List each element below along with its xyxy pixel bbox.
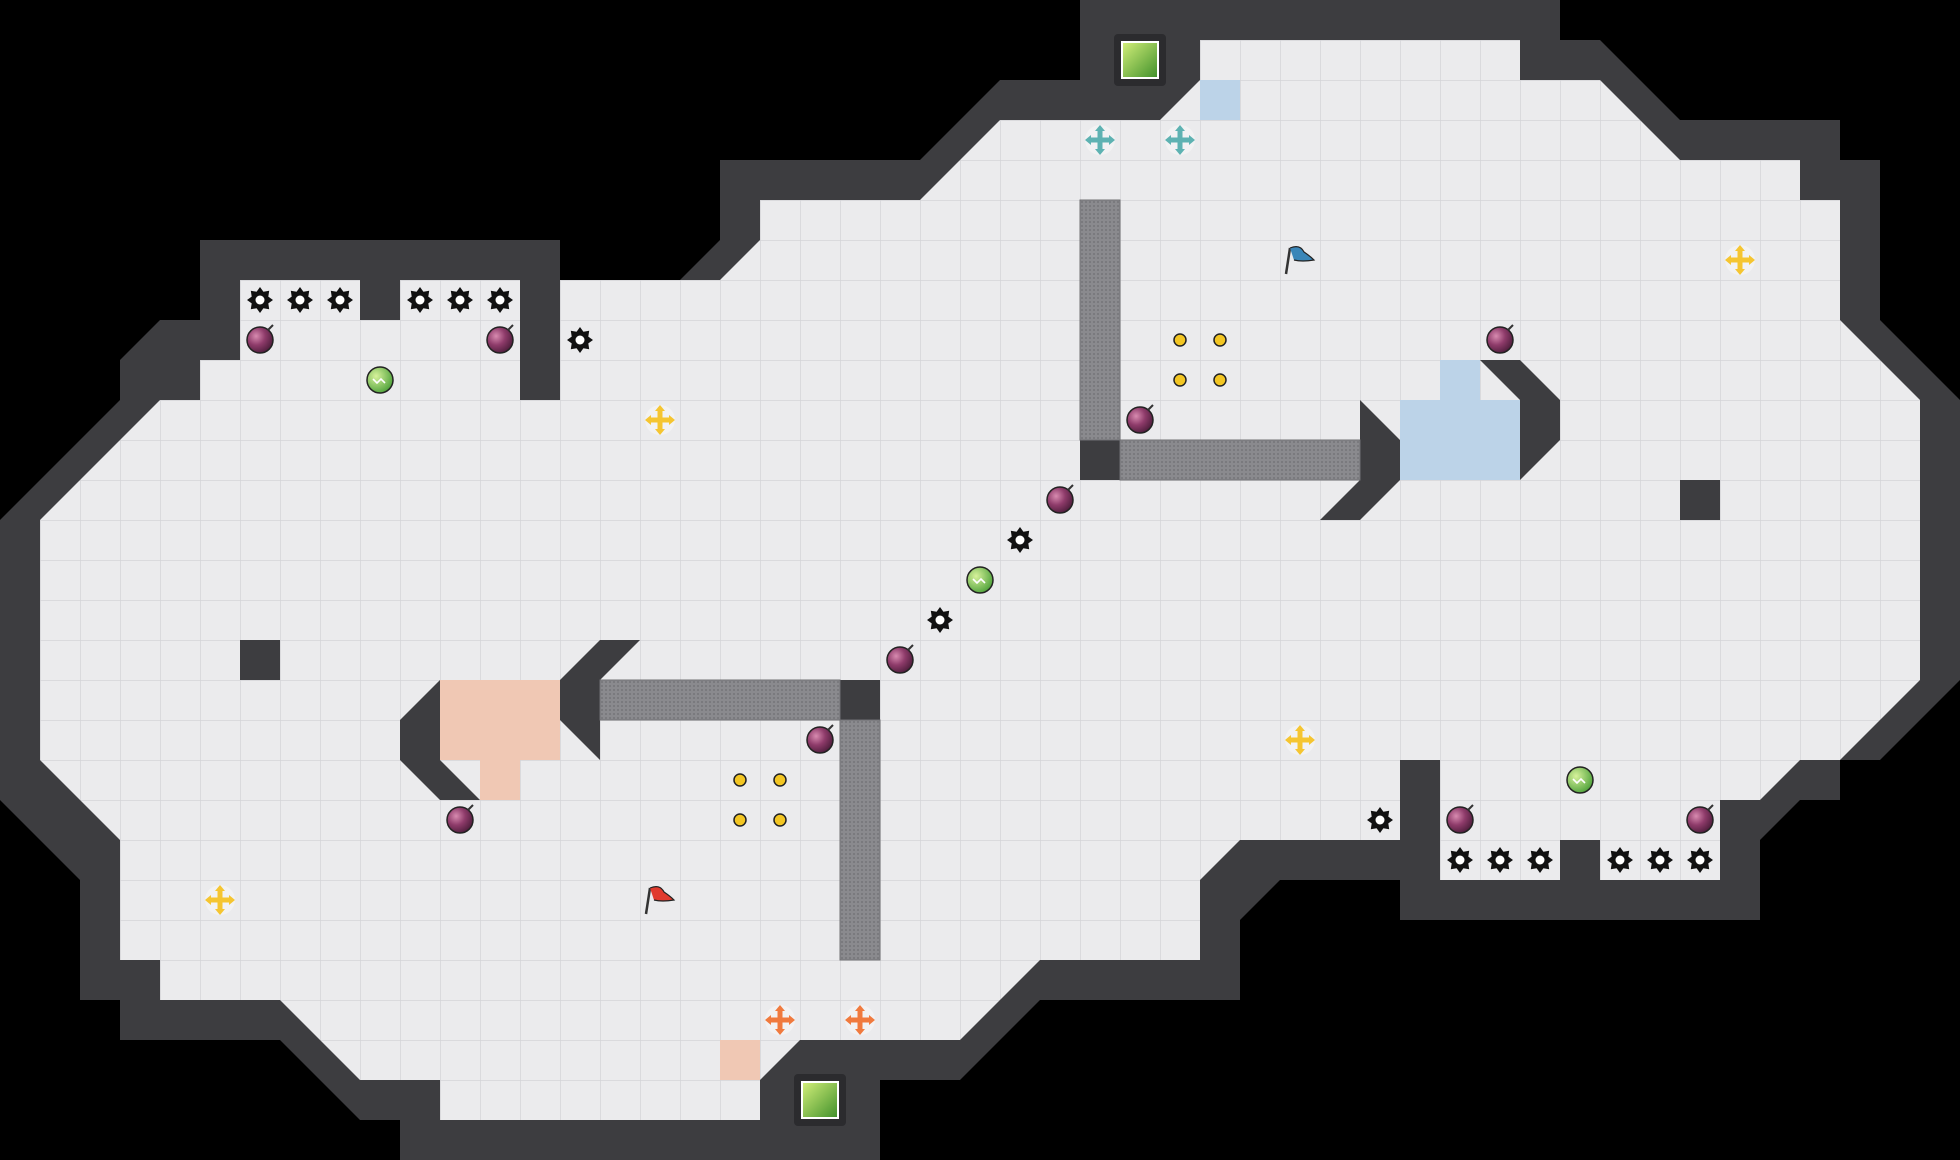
boost-icon [205,885,235,915]
spike-icon [1647,847,1673,873]
spike-icon [247,287,273,313]
red-zone [440,680,760,1080]
blue-flag-icon [1284,246,1316,275]
spike-icon [327,287,353,313]
gate-horizontal-top [1119,439,1361,481]
spike-icon [287,287,313,313]
spike-icon [567,327,593,353]
button-icon [1213,373,1227,387]
powerup-icon [1566,766,1594,794]
powerup-icon [966,566,994,594]
blue-zone [1200,80,1520,480]
spike-icon [1527,847,1553,873]
gates [599,199,1361,961]
button-icon [733,773,747,787]
wall-pillar-bottom-right [1400,760,1440,880]
spike-icon [407,287,433,313]
button-icon [1173,373,1187,387]
button-icon [733,813,747,827]
spike-icon [447,287,473,313]
spike-icon [1487,847,1513,873]
bomb-icon [886,644,914,674]
spike-icon [1007,527,1033,553]
wall-block-left [240,640,280,680]
gate-horizontal-bottom [599,679,841,721]
entity-layer [205,34,1755,1126]
wall-pillar-bottom-right-2 [1560,840,1600,880]
button-icon [773,813,787,827]
portal-icon [1114,34,1166,86]
wall-block-right [1680,480,1720,520]
bomb-icon [486,324,514,354]
button-icon [773,773,787,787]
red-flag-icon [644,886,676,915]
spike-icon [1687,847,1713,873]
portal-icon [794,1074,846,1126]
bomb-icon [1486,324,1514,354]
blue-boost-icon [1165,125,1195,155]
bomb-icon [246,324,274,354]
boost-icon [1285,725,1315,755]
red-boost-icon [765,1005,795,1035]
blue-boost-icon [1085,125,1115,155]
boost-icon [645,405,675,435]
gate-anchor-bottom [840,680,880,720]
bomb-icon [1046,484,1074,514]
button-icon [1213,333,1227,347]
button-icon [1173,333,1187,347]
spike-icon [487,287,513,313]
spike-icon [1607,847,1633,873]
bomb-icon [1446,804,1474,834]
bomb-icon [1126,404,1154,434]
red-boost-icon [845,1005,875,1035]
spike-icon [927,607,953,633]
powerup-icon [366,366,394,394]
bomb-icon [1686,804,1714,834]
wall-pillar-top-left [360,280,400,320]
gate-anchor-top [1080,440,1120,480]
bomb-icon [446,804,474,834]
bomb-icon [806,724,834,754]
gate-vertical-top [1079,199,1121,441]
spike-icon [1447,847,1473,873]
spike-icon [1367,807,1393,833]
boost-icon [1725,245,1755,275]
wall-pillar-top-left-2 [520,280,560,400]
gate-vertical-bottom [839,719,881,961]
